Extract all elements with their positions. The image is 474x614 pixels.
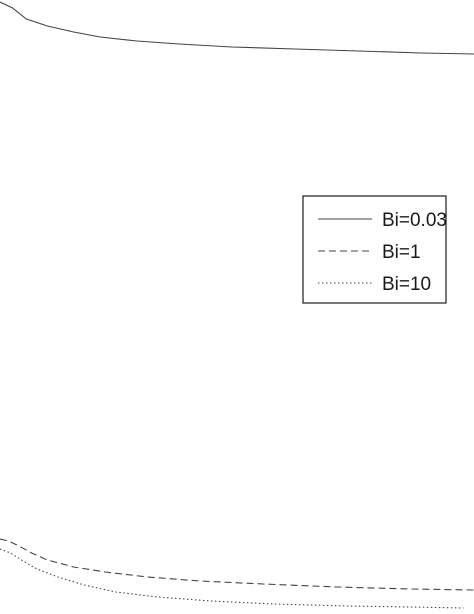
series-line-bi-10 (0, 548, 464, 609)
legend-label-bi-0-03: Bi=0.03 (382, 210, 447, 231)
legend-box (302, 195, 447, 304)
legend-label-bi-10: Bi=10 (382, 274, 431, 295)
legend-label-bi-1: Bi=1 (382, 242, 421, 263)
series-line-bi-0-03 (0, 1, 474, 55)
series-line-bi-1 (0, 538, 474, 591)
legend: Bi=0.03 Bi=1 Bi=10 (302, 195, 447, 304)
